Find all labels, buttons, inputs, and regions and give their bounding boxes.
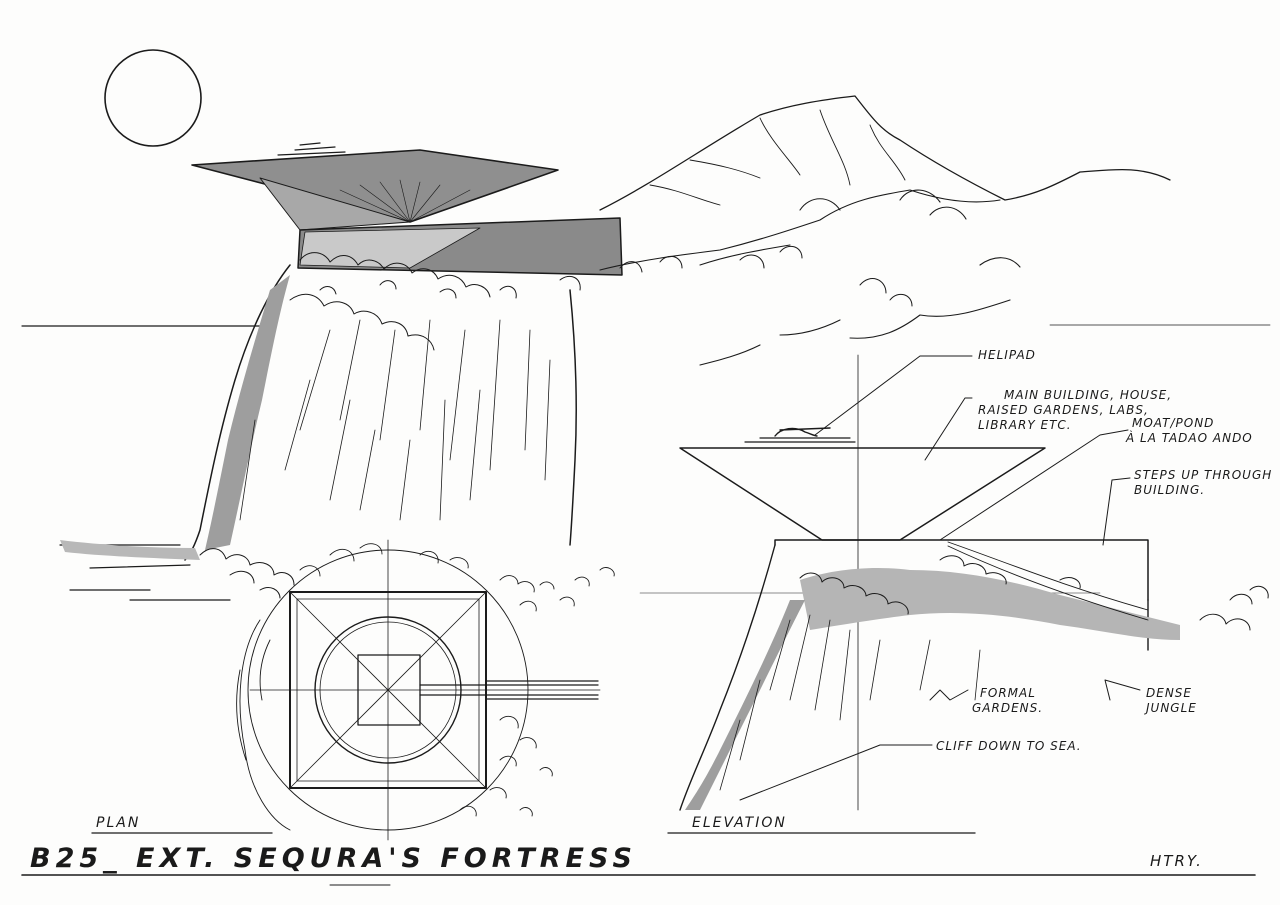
plan-outer-circle (247, 549, 529, 831)
leader-dense-jungle (1104, 679, 1141, 701)
elevation-pyramid (679, 447, 1046, 541)
annotation-main-building-line-1: MAIN BUILDING, HOUSE, (1004, 388, 1173, 402)
annotation-dense-jungle: DENSE JUNGLE (1146, 686, 1197, 716)
fortress-base-wedge (299, 227, 481, 269)
elevation-slope-lines (947, 541, 1149, 621)
annotation-moat-line-1: MOAT/POND (1132, 416, 1215, 430)
cliff-shading (205, 275, 290, 550)
elevation-hatching (719, 614, 981, 791)
elevation-helipad (744, 437, 856, 443)
cliff-foliage (289, 252, 581, 351)
pyramid-underside (259, 177, 411, 231)
plan-moat-circle (314, 616, 462, 764)
annotation-main-building-line-2: RAISED GARDENS, LABS, (978, 403, 1149, 417)
plan-view (236, 539, 615, 841)
elevation-right-foliage (1199, 585, 1269, 631)
sheet-title: B25_ EXT. SEQURA'S FORTRESS (30, 843, 637, 874)
elevation-cliff-shade (685, 600, 805, 810)
annotation-cliff: CLIFF DOWN TO SEA. (936, 739, 1082, 753)
annotation-steps-line-2: BUILDING. (1134, 483, 1206, 497)
plan-foliage-top (299, 543, 469, 577)
annotation-dense-jungle-line-2: JUNGLE (1146, 701, 1197, 715)
plan-inner-square-line (296, 598, 480, 782)
leader-formal-gardens (929, 689, 969, 701)
cliff-outline (184, 264, 577, 561)
elevation-foliage (799, 555, 1081, 615)
elevation-base-block (774, 539, 1149, 601)
elevation-label: ELEVATION (692, 815, 787, 831)
leader-cliff (739, 744, 933, 801)
plan-helipad-square (357, 654, 421, 726)
mountain-outline (599, 95, 1171, 211)
annotation-formal-gardens: FORMAL GARDENS. (972, 686, 1043, 716)
sun-circle (104, 49, 202, 147)
shore-water (59, 544, 231, 601)
annotation-moat: MOAT/POND à la TADAO ANDO (1126, 416, 1253, 446)
helicopter-small (277, 142, 346, 156)
plan-walkway (419, 680, 599, 700)
plan-foliage-left (236, 619, 291, 831)
plan-label: PLAN (96, 815, 141, 831)
leader-helipad (814, 355, 973, 436)
mountain-ridges (649, 109, 906, 206)
leader-main-building (924, 397, 973, 461)
pyramid-roof (191, 149, 559, 223)
shore-foliage (199, 548, 295, 599)
annotation-formal-gardens-line-1: FORMAL (980, 686, 1036, 700)
coast-foliage (599, 189, 1021, 366)
pyramid-rays (339, 179, 471, 223)
plan-foliage-right (459, 567, 615, 817)
annotation-moat-line-2: à la TADAO ANDO (1126, 431, 1253, 445)
annotation-steps: STEPS UP THROUGH BUILDING. (1134, 468, 1272, 498)
elevation-shading (800, 568, 1180, 640)
annotation-formal-gardens-line-2: GARDENS. (972, 701, 1044, 715)
coast-rocks (619, 245, 913, 307)
elevation-view (639, 354, 1269, 811)
leader-steps (1102, 477, 1131, 546)
cliff-hatching (239, 319, 551, 521)
annotation-helipad: HELIPAD (978, 348, 1036, 362)
shore-shade (60, 540, 200, 560)
plan-moat-circle-inner (319, 621, 457, 759)
leader-moat (939, 429, 1129, 541)
plan-outer-square (289, 591, 487, 789)
elevation-helicopter (774, 427, 831, 437)
artist-initials: HTRY. (1150, 852, 1203, 870)
annotation-main-building: MAIN BUILDING, HOUSE, RAISED GARDENS, LA… (978, 388, 1172, 433)
annotation-dense-jungle-line-1: DENSE (1146, 686, 1192, 700)
annotation-main-building-line-3: LIBRARY etc. (978, 418, 1072, 432)
plan-diagonals (289, 591, 487, 789)
annotation-steps-line-1: STEPS UP THROUGH (1134, 468, 1273, 482)
